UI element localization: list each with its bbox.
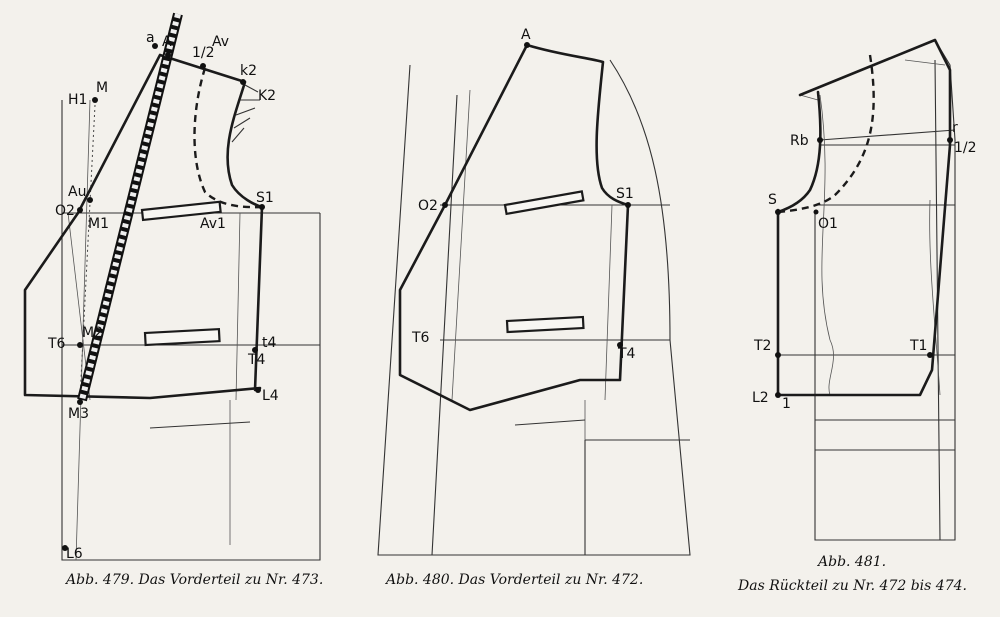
fig479-label: T4 [247,352,266,368]
fig479-label: O2 [55,203,75,219]
fig479-label: L6 [66,546,83,562]
fig479-label: M2 [82,325,103,341]
fig479-mark-line [149,421,251,429]
fig481-armhole [776,90,822,214]
fig479-label: K2 [258,88,276,104]
fig481-label: r [952,120,958,136]
fig479-label: A [162,34,172,50]
fig481-label: 1/2 [954,140,977,156]
fig479-point-L4 [255,387,261,393]
fig479-point-a [152,43,158,49]
fig479-label: S1 [256,190,274,206]
fig480-label: T6 [411,330,430,346]
fig479-point-O2 [77,207,83,213]
fig480-hip-pocket [505,315,585,334]
fig481-caption-line2: Das Rückteil zu Nr. 472 bis 474. [737,578,967,594]
fig479-breast-pocket [140,200,222,222]
fig479-point-k2 [240,79,246,85]
fig479-dashed-armhole [193,67,263,209]
figure-480: A O2 S1 T6 T4 Abb. 480. Das Vorderteil z… [377,27,691,588]
fig481-point-L2 [775,392,781,398]
fig481-label: O1 [818,216,838,232]
fig479-hatch [231,84,260,143]
fig479-dotted-guide [79,104,96,399]
fig481-label: T2 [753,338,771,354]
fig481-point-T1 [927,352,933,358]
fig481-frame [780,39,956,541]
fig479-point-H1 [92,97,98,103]
fig479-point-Au [87,197,93,203]
fig479-label: k2 [240,63,257,79]
fig479-tape-measure [77,12,183,402]
fig481-helper-lines [799,59,946,396]
fig479-point-T6 [77,342,83,348]
fig480-point-A [524,42,530,48]
fig479-hip-pocket [143,327,221,347]
fig481-label: L2 [752,390,769,406]
fig480-point-O2 [442,202,448,208]
fig481-dashed-armhole [777,54,875,214]
fig481-point-S [775,209,781,215]
fig479-label: M1 [88,216,109,232]
fig481-outline [776,38,952,397]
fig479-label: M3 [68,406,89,422]
fig479-point-T4 [252,347,258,353]
fig481-point-O1 [813,209,819,215]
fig479-label: Av1 [200,216,226,232]
fig481-label: Rb [790,133,809,149]
fig479-point-L6 [62,545,68,551]
fig480-breast-pocket [503,190,585,216]
fig479-point-M3 [77,399,83,405]
fig480-mark-line [514,419,586,426]
fig479-label: Av [212,34,229,50]
fig479-label: Au [68,184,86,200]
fig479-point-half [200,63,206,69]
figure-479: a A 1/2 Av k2 K2 M H1 Au O2 M1 Av1 S1 T6… [23,12,323,588]
fig481-label: T1 [909,338,927,354]
fig481-point-Rb [817,137,823,143]
fig480-label: S1 [616,186,634,202]
fig480-point-T4 [617,342,623,348]
fig479-label: t4 [262,335,276,351]
fig479-point-S1 [259,204,265,210]
fig480-label: O2 [418,198,438,214]
fig481-label: S [768,192,777,208]
fig480-outline [398,43,630,412]
fig481-caption-line1: Abb. 481. [816,554,886,570]
fig479-label: 1/2 [192,45,215,61]
fig479-point-A [165,52,171,58]
fig481-point-half [947,137,953,143]
fig480-label: T4 [617,346,636,362]
fig480-label: A [521,27,531,43]
fig479-label: M [96,80,108,96]
fig480-caption: Abb. 480. Das Vorderteil zu Nr. 472. [384,572,643,588]
fig481-label: 1 [782,396,791,412]
fig481-point-T2 [775,352,781,358]
fig479-label: H1 [68,92,87,108]
fig479-label: a [146,30,155,46]
fig480-frame [377,59,691,556]
fig479-label: L4 [262,388,279,404]
fig479-caption: Abb. 479. Das Vorderteil zu Nr. 473. [64,572,323,588]
fig480-point-S1 [625,202,631,208]
fig479-label: T6 [47,336,66,352]
figure-481: Rb r 1/2 S O1 T2 T1 L2 1 Abb. 481. Das R… [737,38,977,594]
fig479-outline [23,53,264,400]
